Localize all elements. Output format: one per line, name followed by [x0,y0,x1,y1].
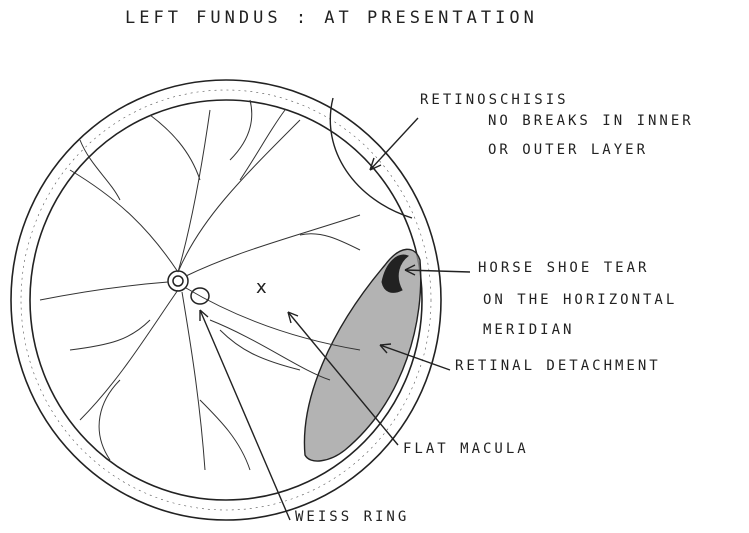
fundus-inner-rim [29,99,423,501]
label-no-breaks-1: NO BREAKS IN INNER [488,113,694,129]
label-weiss-ring: WEISS RING [295,509,410,525]
pointer-arrows [199,117,471,521]
label-retinoschisis: RETINOSCHISIS [420,92,569,108]
retinoschisis-boundary [329,97,413,219]
label-horseshoe-tear: HORSE SHOE TEAR [478,260,650,276]
label-horizontal-2: MERIDIAN [483,322,575,338]
retinal-vessels [39,99,361,471]
label-no-breaks-2: OR OUTER LAYER [488,142,649,158]
fundus-outer-rim [10,79,442,521]
label-flat-macula: FLAT MACULA [403,441,529,457]
macula-marker: x [256,277,267,298]
optic-disc [167,270,210,305]
label-horizontal-1: ON THE HORIZONTAL [483,292,678,308]
retinal-detachment-area [303,248,422,462]
weiss-ring-shape [190,287,210,305]
diagram-title: LEFT FUNDUS : AT PRESENTATION [125,8,538,28]
label-retinal-detachment: RETINAL DETACHMENT [455,358,661,374]
horseshoe-tear [381,254,410,293]
rim-hatching [20,89,432,511]
